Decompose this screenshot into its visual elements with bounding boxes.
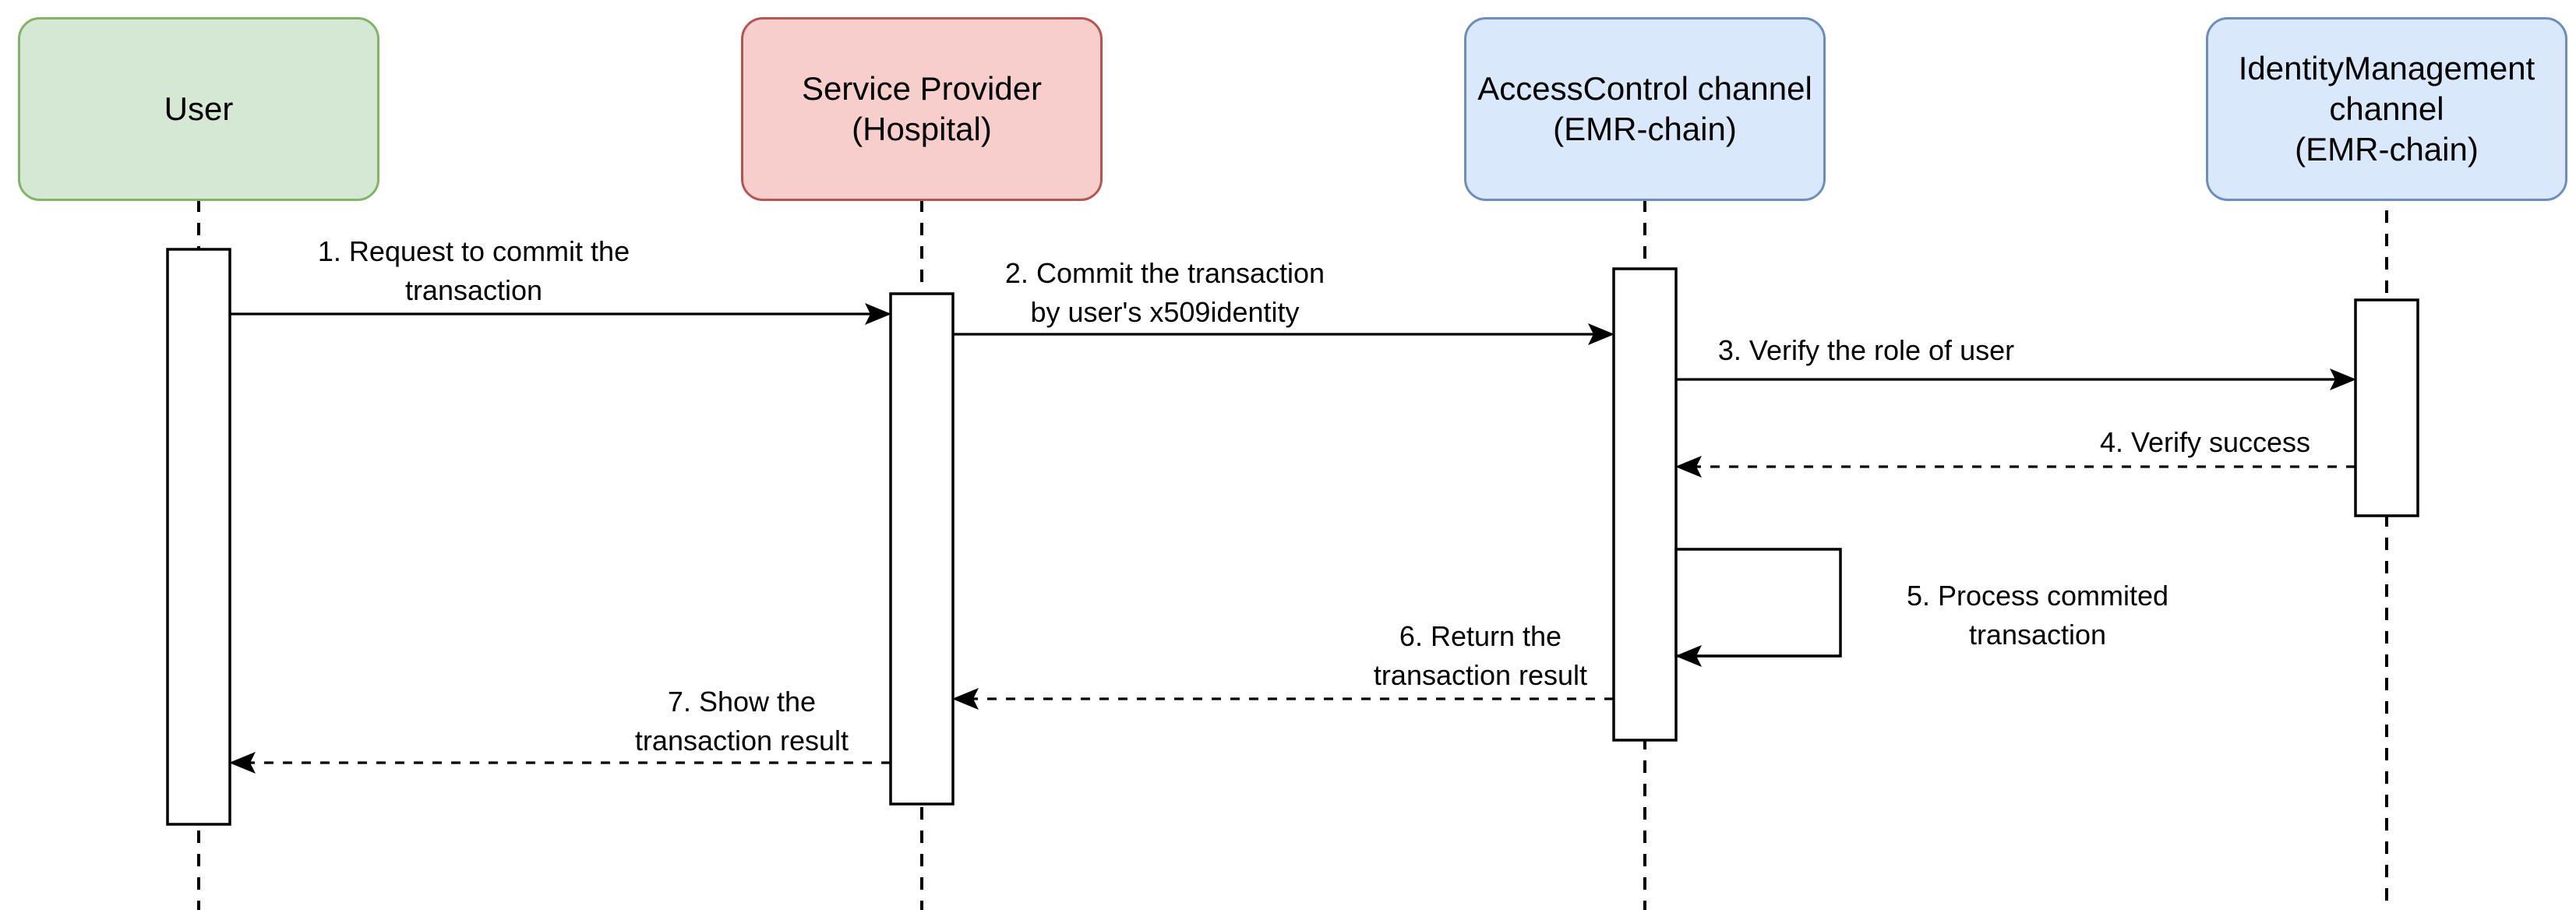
message-label-4: 4. Verify success bbox=[2099, 426, 2311, 458]
message-label-7: 7. Show the transaction result bbox=[634, 686, 849, 756]
participant-identity-management: IdentityManagement channel (EMR-chain) bbox=[2206, 17, 2567, 201]
activation-bar-access-control bbox=[1612, 267, 1678, 742]
message-label-5: 5. Process commited transaction bbox=[1906, 580, 2169, 651]
activation-bar-user bbox=[166, 248, 231, 826]
participant-user: User bbox=[18, 17, 379, 201]
participant-access-control: AccessControl channel (EMR-chain) bbox=[1464, 17, 1826, 201]
message-label-3: 3. Verify the role of user bbox=[1717, 334, 2015, 366]
activation-bar-service-provider bbox=[889, 292, 955, 806]
self-loop-box bbox=[1674, 548, 1842, 658]
activation-bar-identity-management bbox=[2354, 298, 2419, 517]
participant-service-provider: Service Provider (Hospital) bbox=[741, 17, 1103, 201]
message-label-2: 2. Commit the transaction by user's x509… bbox=[1004, 257, 1325, 328]
message-label-6: 6. Return the transaction result bbox=[1373, 620, 1588, 691]
message-label-1: 1. Request to commit the transaction bbox=[317, 235, 630, 306]
